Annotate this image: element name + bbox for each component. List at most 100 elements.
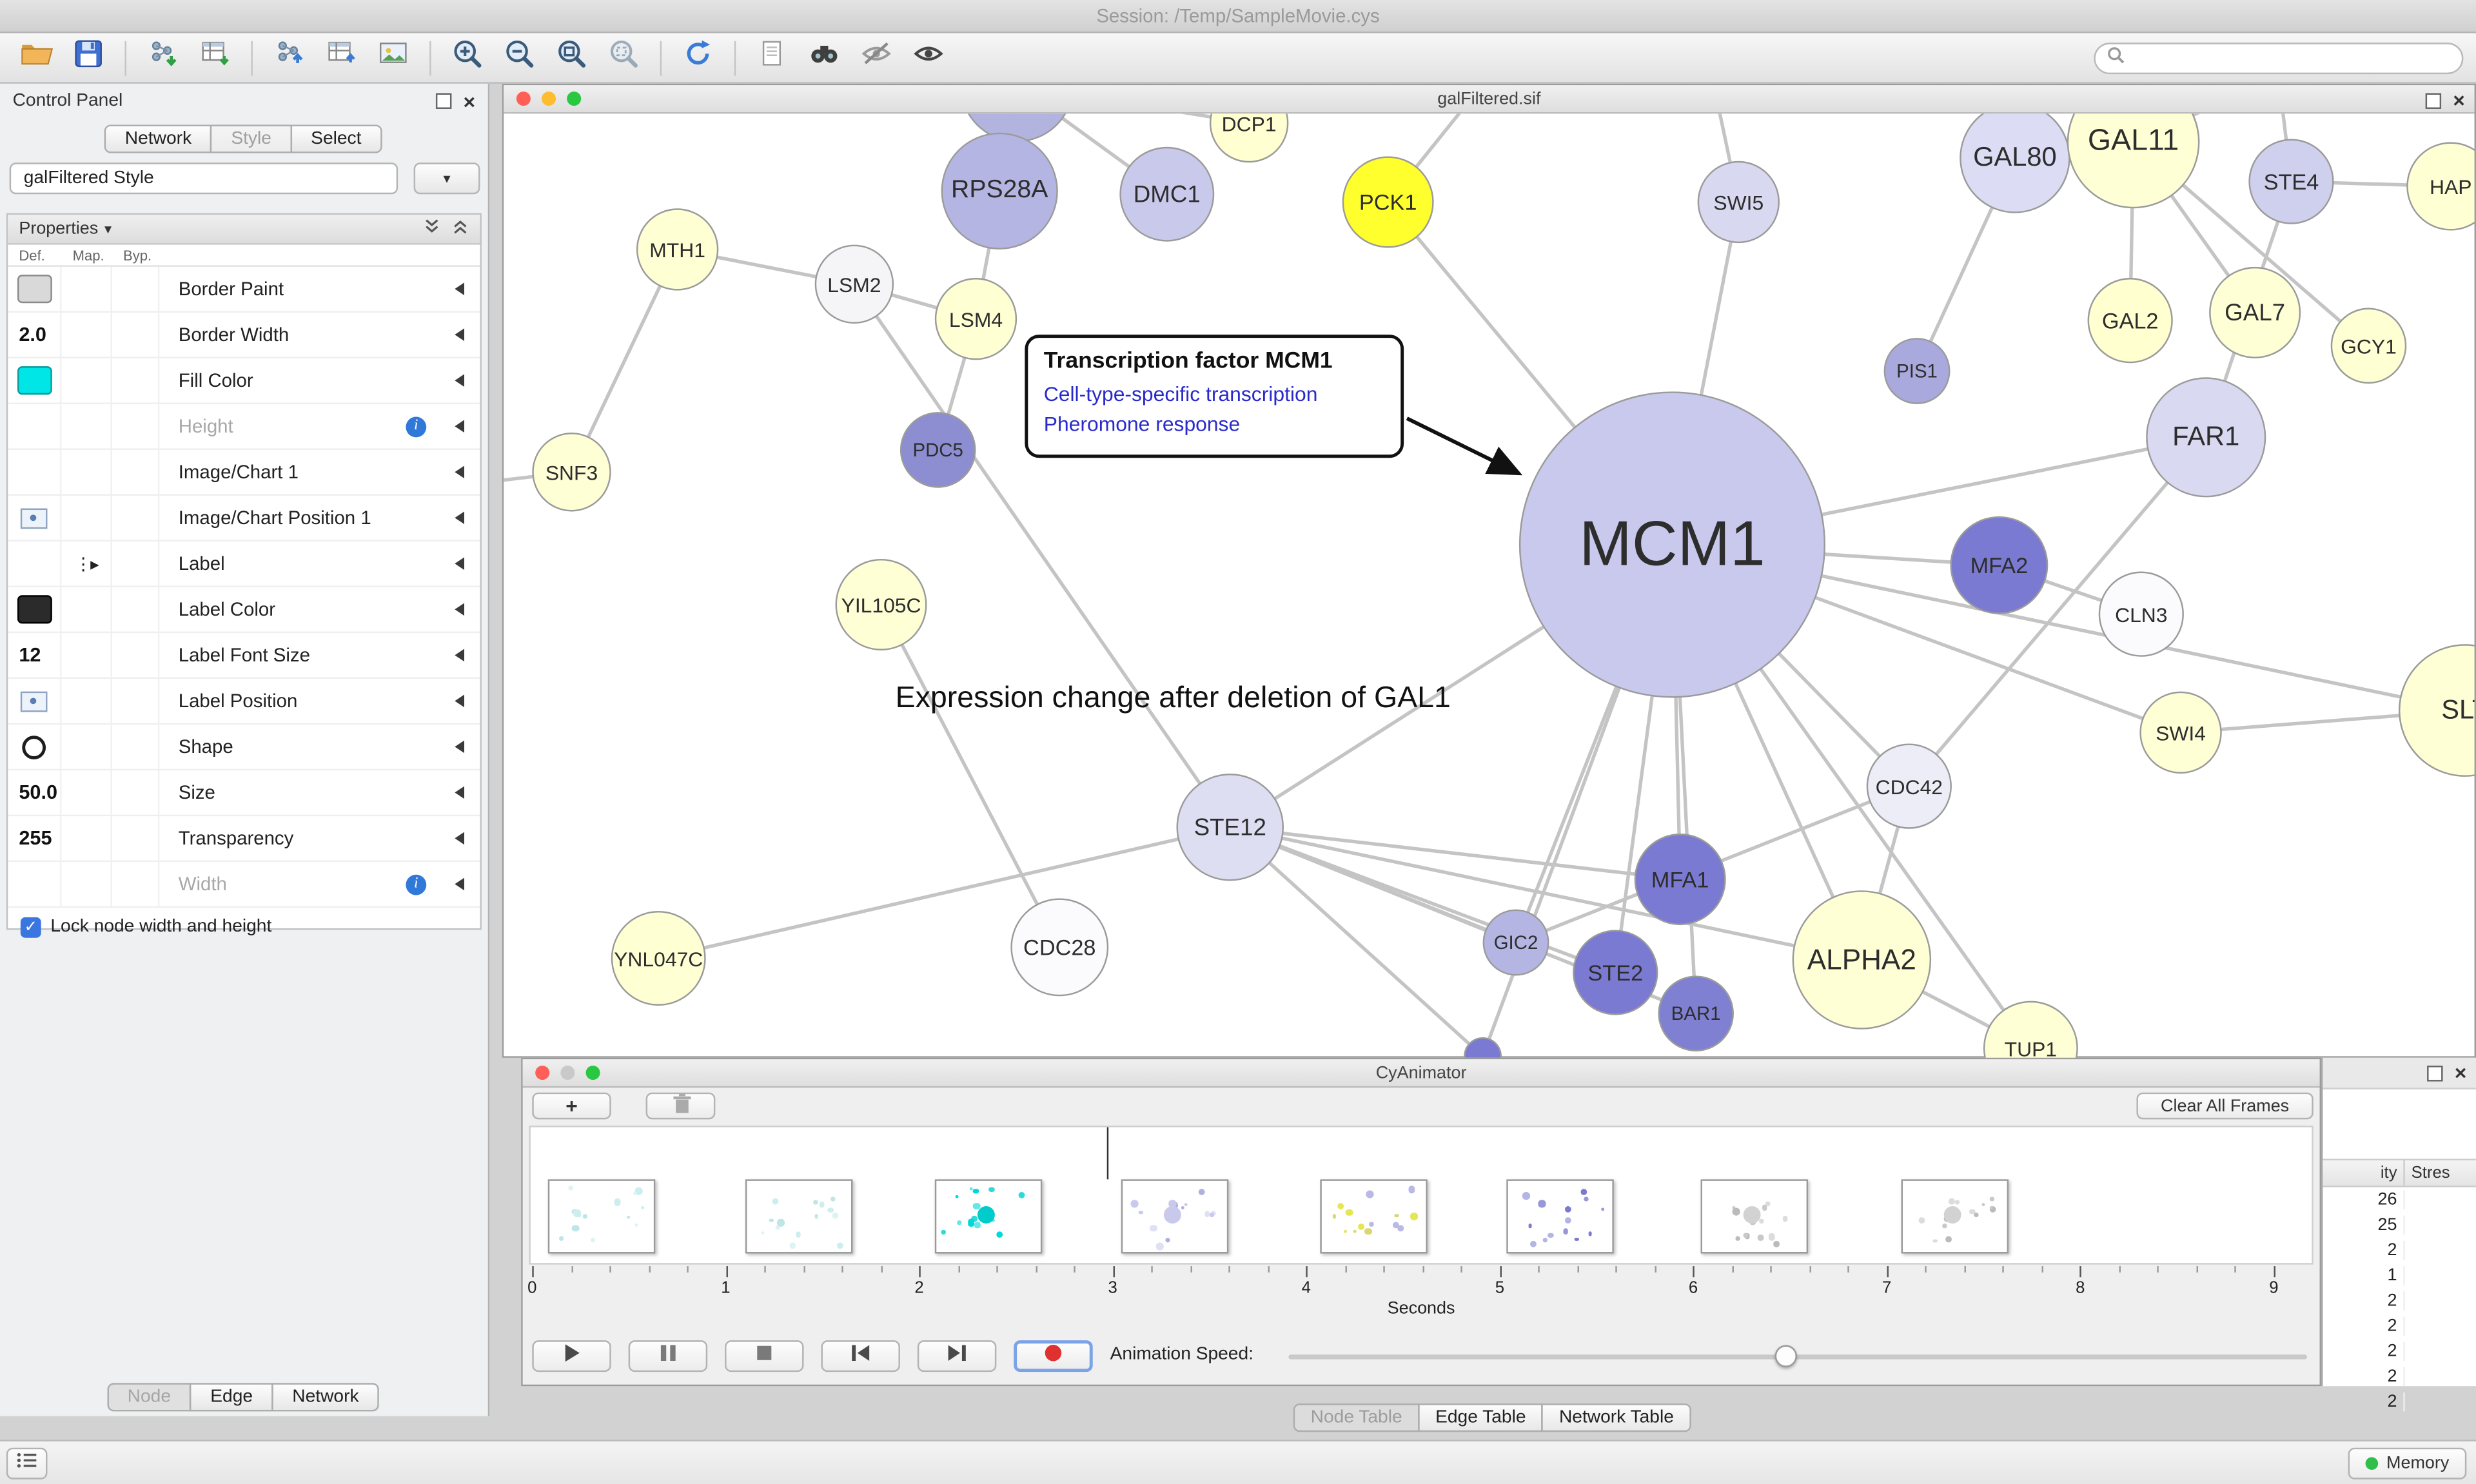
window-minimize-button[interactable]	[560, 1066, 575, 1080]
expand-arrow-icon[interactable]	[455, 282, 464, 295]
expand-arrow-icon[interactable]	[455, 603, 464, 616]
frame-strip[interactable]	[529, 1126, 2314, 1265]
frame-thumbnail[interactable]	[1901, 1179, 2009, 1254]
zoom-fit-button[interactable]	[548, 37, 595, 79]
expand-arrow-icon[interactable]	[455, 649, 464, 662]
float-panel-icon[interactable]	[436, 93, 453, 109]
search-box[interactable]	[2094, 41, 2464, 73]
lock-checkbox[interactable]: ✓	[20, 916, 41, 937]
timeline-playhead[interactable]	[1106, 1127, 1109, 1180]
expand-arrow-icon[interactable]	[455, 420, 464, 433]
table-row[interactable]: 25	[2323, 1213, 2476, 1238]
zoom-in-button[interactable]	[444, 37, 491, 79]
bypass-cell[interactable]	[112, 816, 160, 861]
expand-arrow-icon[interactable]	[455, 374, 464, 387]
style-options-button[interactable]: ▾	[413, 162, 480, 195]
frame-thumbnail[interactable]	[1121, 1179, 1229, 1254]
property-row-fill-color[interactable]: Fill Color	[8, 358, 480, 404]
table-row[interactable]: 2	[2323, 1288, 2476, 1313]
bypass-cell[interactable]	[112, 633, 160, 678]
export-table-button[interactable]	[317, 37, 364, 79]
hide-selected-button[interactable]	[852, 37, 899, 79]
tab-edge-table[interactable]: Edge Table	[1418, 1403, 1544, 1432]
add-frame-button[interactable]: +	[532, 1092, 611, 1120]
table-row[interactable]: 2	[2323, 1314, 2476, 1339]
network-node-mcm1[interactable]: MCM1	[1518, 391, 1826, 698]
slider-thumb[interactable]	[1774, 1345, 1797, 1367]
network-node-mfa2[interactable]: MFA2	[1950, 516, 2049, 614]
export-image-button[interactable]	[369, 37, 417, 79]
bypass-cell[interactable]	[112, 679, 160, 723]
network-node-mth1[interactable]: MTH1	[636, 208, 719, 291]
network-node-swi5[interactable]: SWI5	[1697, 161, 1780, 244]
expand-arrow-icon[interactable]	[455, 694, 464, 708]
search-input[interactable]	[2132, 46, 2451, 69]
mapping-cell[interactable]	[62, 358, 112, 403]
property-row-label[interactable]: ⋮▸Label	[8, 541, 480, 588]
window-minimize-button[interactable]	[541, 92, 556, 106]
table-row[interactable]: 2	[2323, 1339, 2476, 1364]
table-row[interactable]: 1	[2323, 1263, 2476, 1288]
import-table-file-button[interactable]	[191, 37, 238, 79]
record-button[interactable]	[1014, 1340, 1093, 1372]
network-node-swi4[interactable]: SWI4	[2139, 691, 2222, 774]
default-value-cell[interactable]	[8, 862, 62, 906]
bypass-cell[interactable]	[112, 770, 160, 815]
network-node-far1[interactable]: FAR1	[2146, 377, 2266, 498]
frame-thumbnail[interactable]	[1320, 1179, 1428, 1254]
mapping-cell[interactable]	[62, 404, 112, 449]
close-window-icon[interactable]: ×	[2453, 88, 2465, 112]
default-value-cell[interactable]: 50.0	[8, 770, 62, 815]
float-panel-icon[interactable]	[2428, 1064, 2444, 1081]
tab-select[interactable]: Select	[290, 124, 382, 153]
network-node-ste4[interactable]: STE4	[2248, 139, 2334, 224]
skip-to-start-button[interactable]	[821, 1340, 900, 1372]
open-session-button[interactable]	[13, 37, 60, 79]
default-value-cell[interactable]	[8, 358, 62, 403]
mapping-cell[interactable]	[62, 495, 112, 540]
network-node-lsm2[interactable]: LSM2	[814, 244, 894, 324]
frame-thumbnail[interactable]	[1700, 1179, 1809, 1254]
network-node-gal2[interactable]: GAL2	[2087, 278, 2173, 364]
mapping-cell[interactable]	[62, 312, 112, 357]
bypass-cell[interactable]	[112, 541, 160, 586]
property-row-label-color[interactable]: Label Color	[8, 587, 480, 634]
default-value-cell[interactable]	[8, 404, 62, 449]
expand-arrow-icon[interactable]	[455, 740, 464, 754]
mapping-cell[interactable]	[62, 862, 112, 906]
close-panel-icon[interactable]: ×	[463, 89, 476, 113]
expand-arrow-icon[interactable]	[455, 511, 464, 525]
play-button[interactable]	[532, 1340, 611, 1372]
default-value-cell[interactable]	[8, 725, 62, 769]
frame-thumbnail[interactable]	[1506, 1179, 1614, 1254]
expand-arrow-icon[interactable]	[455, 877, 464, 891]
expand-arrow-icon[interactable]	[455, 328, 464, 341]
property-row-shape[interactable]: Shape	[8, 725, 480, 771]
bypass-cell[interactable]	[112, 495, 160, 540]
annotation-link-1[interactable]: Cell-type-specific transcription	[1043, 382, 1318, 406]
frame-thumbnail[interactable]	[745, 1179, 853, 1254]
tab-network[interactable]: Network	[271, 1383, 380, 1412]
float-window-icon[interactable]	[2426, 92, 2442, 108]
mapping-cell[interactable]	[62, 725, 112, 769]
default-value-cell[interactable]: 12	[8, 633, 62, 678]
window-close-button[interactable]	[535, 1066, 550, 1080]
column-header[interactable]: Stres	[2411, 1163, 2450, 1183]
zoom-out-button[interactable]	[496, 37, 543, 79]
network-node-hap[interactable]: HAP	[2406, 142, 2475, 231]
network-node-bar1[interactable]: BAR1	[1658, 975, 1734, 1052]
network-node-gic2[interactable]: GIC2	[1482, 909, 1549, 976]
tab-network[interactable]: Network	[104, 124, 212, 153]
pause-button[interactable]	[628, 1340, 708, 1372]
bypass-cell[interactable]	[112, 404, 160, 449]
network-node-yil105c[interactable]: YIL105C	[835, 558, 927, 650]
table-row[interactable]: 2	[2323, 1389, 2476, 1414]
network-node-lsm4[interactable]: LSM4	[934, 278, 1017, 360]
network-node-pdc5[interactable]: PDC5	[899, 412, 976, 488]
mapping-cell[interactable]	[62, 679, 112, 723]
first-neighbors-button[interactable]	[801, 37, 848, 79]
bypass-cell[interactable]	[112, 358, 160, 403]
network-node-cln3[interactable]: CLN3	[2098, 571, 2184, 657]
